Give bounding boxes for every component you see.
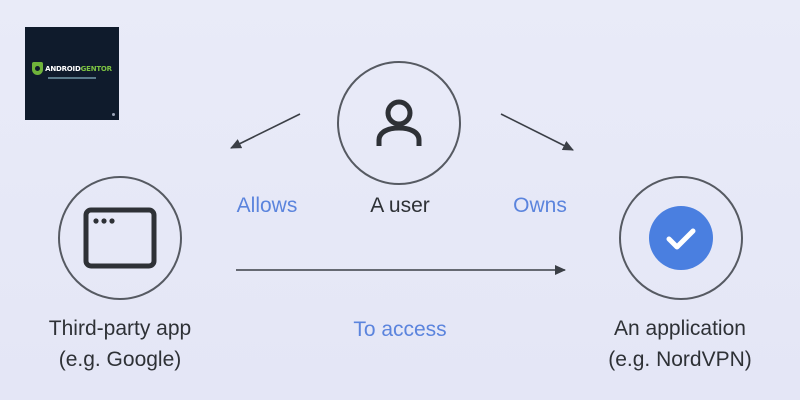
third-party-sublabel: (e.g. Google) — [58, 348, 182, 371]
brand-logo: ANDROIDGENTOR — [25, 27, 119, 120]
person-icon — [376, 99, 422, 146]
brand-logo-text-part1: ANDROID — [45, 64, 81, 73]
brand-logo-tagline — [48, 77, 96, 79]
application-node — [619, 176, 743, 300]
check-circle-icon — [649, 206, 713, 270]
third-party-label: Third-party app — [48, 317, 192, 340]
brand-logo-dot — [112, 113, 115, 116]
brand-logo-row: ANDROIDGENTOR — [32, 62, 112, 75]
brand-logo-text-part2: GENTOR — [80, 64, 113, 73]
browser-window-icon — [83, 207, 157, 269]
third-party-app-node — [58, 176, 182, 300]
application-sublabel: (e.g. NordVPN) — [608, 348, 752, 371]
to-access-label: To access — [353, 318, 447, 341]
user-node — [337, 61, 461, 185]
allows-arrow — [230, 113, 301, 149]
owns-arrow — [500, 113, 574, 151]
brand-logo-text: ANDROIDGENTOR — [45, 65, 112, 73]
shield-logo-icon — [32, 62, 44, 75]
allows-label: Allows — [236, 194, 298, 217]
application-label: An application — [614, 317, 746, 340]
user-label: A user — [370, 194, 430, 217]
owns-label: Owns — [513, 194, 567, 217]
